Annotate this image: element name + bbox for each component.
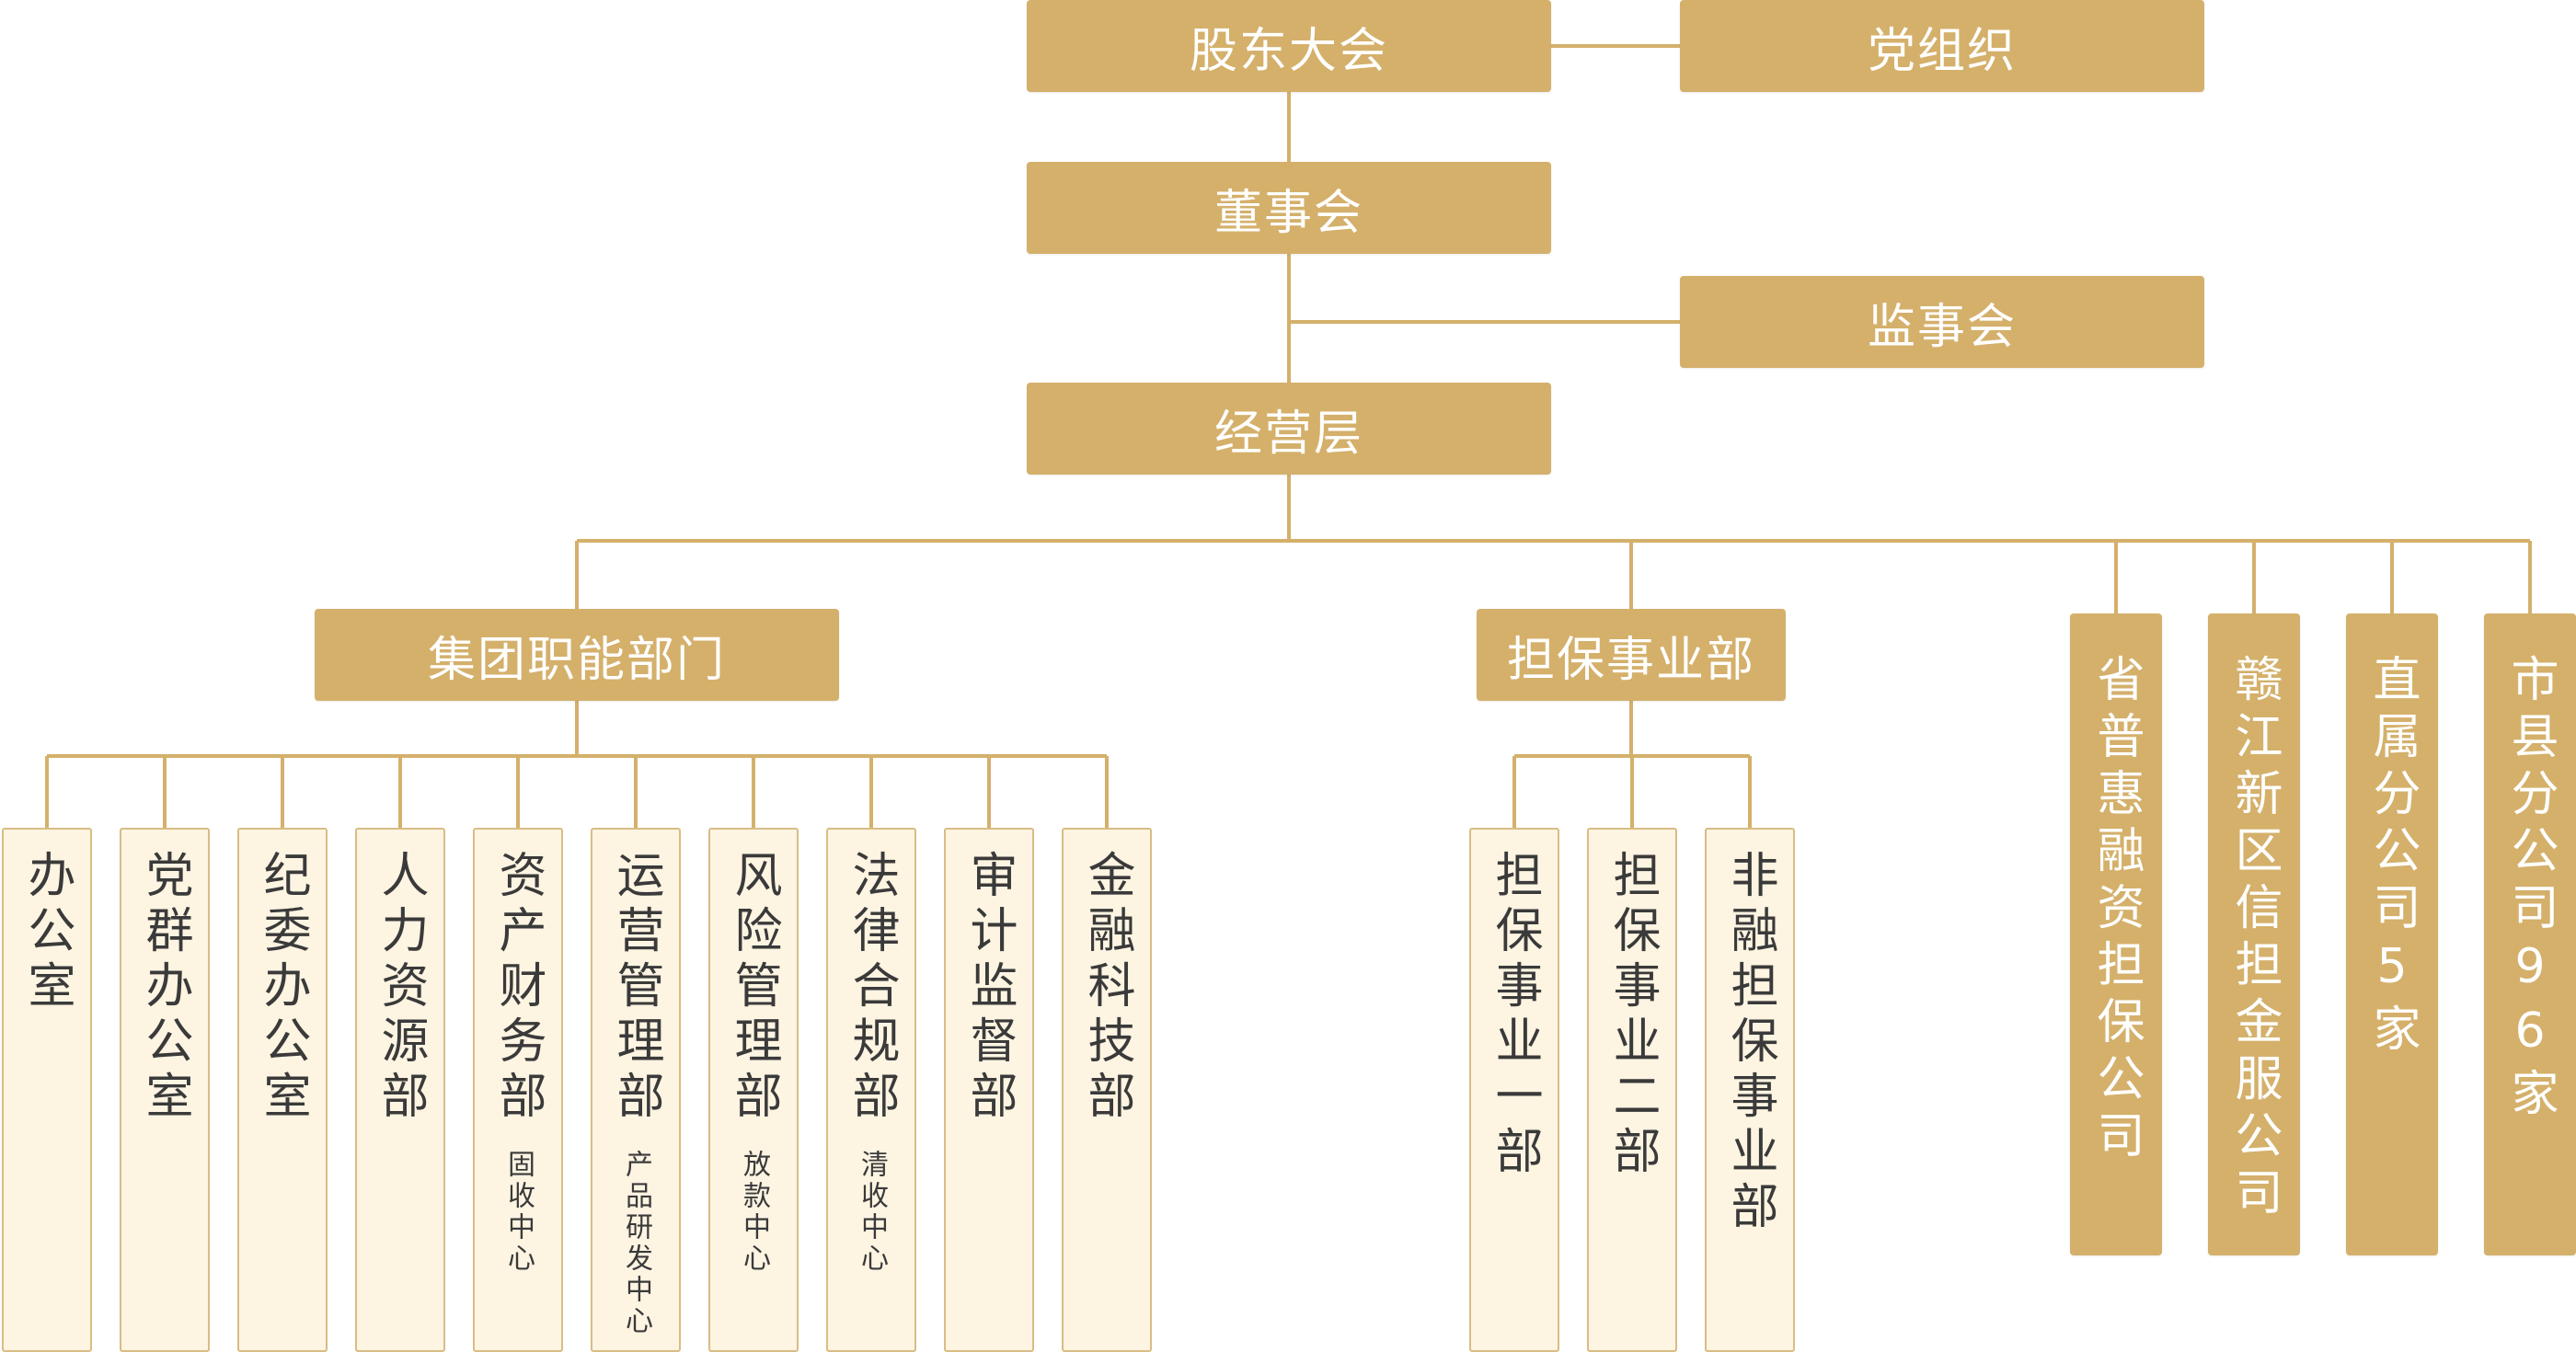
department-name: 金融科技部 (1079, 850, 1134, 1126)
department-box: 风险管理部放款中心 (708, 828, 799, 1352)
guarantee-department-name: 担保事业二部 (1604, 850, 1660, 1181)
department-box: 纪委办公室 (237, 828, 328, 1352)
guarantee-department-box: 担保事业二部 (1587, 828, 1677, 1352)
department-sub-center: 产品研发中心 (620, 1150, 652, 1337)
department-box: 人力资源部 (355, 828, 445, 1352)
department-box: 法律合规部清收中心 (826, 828, 916, 1352)
guarantee-department-box: 非融担保事业部 (1705, 828, 1795, 1352)
department-name: 办公室 (19, 850, 75, 1015)
department-name: 纪委办公室 (255, 850, 310, 1126)
department-box: 资产财务部固收中心 (473, 828, 563, 1352)
department-box: 办公室 (2, 828, 92, 1352)
department-name: 审计监督部 (961, 850, 1017, 1126)
department-name: 风险管理部 (726, 850, 781, 1126)
subsidiary-name: 市县分公司96家 (2502, 654, 2558, 1125)
subsidiary-box: 直属分公司5家 (2346, 613, 2438, 1255)
department-sub-center: 放款中心 (738, 1150, 770, 1275)
guarantee-department-box: 担保事业一部 (1469, 828, 1559, 1352)
department-sub-center: 固收中心 (502, 1150, 535, 1275)
guarantee-department-name: 担保事业一部 (1487, 850, 1542, 1181)
management-box: 经营层 (1027, 383, 1551, 475)
department-box: 运营管理部产品研发中心 (591, 828, 681, 1352)
group-functional-departments-box: 集团职能部门 (315, 609, 839, 701)
shareholders-meeting-box: 股东大会 (1027, 0, 1551, 92)
department-name: 人力资源部 (373, 850, 428, 1126)
department-name: 运营管理部 (608, 850, 663, 1126)
party-organization-box: 党组织 (1680, 0, 2204, 92)
department-box: 金融科技部 (1062, 828, 1152, 1352)
department-name: 资产财务部 (490, 850, 546, 1126)
department-name: 党群办公室 (137, 850, 192, 1126)
subsidiary-box: 赣江新区信担金服公司 (2208, 613, 2300, 1255)
department-box: 审计监督部 (944, 828, 1034, 1352)
subsidiary-name: 省普惠融资担保公司 (2088, 654, 2144, 1167)
subsidiary-box: 市县分公司96家 (2484, 613, 2576, 1255)
subsidiary-name: 赣江新区信担金服公司 (2226, 654, 2282, 1224)
department-name: 法律合规部 (844, 850, 899, 1126)
board-of-directors-box: 董事会 (1027, 162, 1551, 254)
department-sub-center: 清收中心 (856, 1150, 888, 1275)
subsidiary-box: 省普惠融资担保公司 (2070, 613, 2162, 1255)
subsidiary-name: 直属分公司5家 (2364, 654, 2420, 1060)
board-of-supervisors-box: 监事会 (1680, 276, 2204, 368)
guarantee-department-name: 非融担保事业部 (1722, 850, 1777, 1236)
guarantee-division-box: 担保事业部 (1477, 609, 1786, 701)
department-box: 党群办公室 (120, 828, 210, 1352)
